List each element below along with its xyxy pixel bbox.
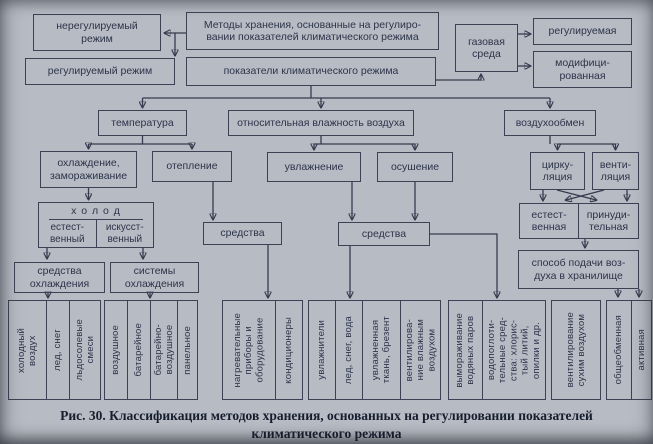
node-moisture-means: средства: [338, 222, 430, 246]
group-cooling-systems-items: воздушное батарейное батарейно- воздушно…: [104, 300, 198, 400]
list-item: активная: [631, 301, 651, 399]
node-climate-indicators: показатели климатического режима: [186, 57, 436, 86]
node-natural-ventilation: естест- венная: [519, 203, 579, 239]
node-gas-regulated: регулируемая: [533, 18, 632, 45]
group-air-supply-items: общеобменная активная: [606, 300, 652, 400]
node-ventilation: венти- ляция: [592, 152, 639, 190]
list-item: панельное: [177, 301, 197, 399]
group-cooling-means-items: холодный воздух лед, снег льдосолевые см…: [8, 300, 101, 400]
list-item: кондиционеры: [275, 301, 302, 399]
vertical-label: водопоглоти- тельные сред- ства: хлорис-…: [485, 316, 542, 384]
cold-header: х о л о д: [49, 204, 143, 221]
cold-subtypes: естест- венный искусст- венный: [39, 220, 153, 247]
vertical-label: увлажненная ткань, брезент: [370, 316, 393, 384]
node-temperature: температура: [98, 110, 187, 136]
vertical-label: увлажнители: [316, 320, 328, 380]
vertical-label: общеобменная: [613, 315, 625, 385]
connector-indicators-gas: [436, 75, 481, 80]
node-storage-methods-title: Методы хранения, основанные на регулиро-…: [186, 12, 439, 50]
list-item: батарейное: [127, 301, 150, 399]
vertical-label: льдосолевые смеси: [73, 319, 96, 381]
list-item: лед, снег: [46, 301, 69, 399]
node-cooling-systems: системы охлаждения: [110, 262, 199, 293]
node-air-exchange: воздухообмен: [504, 110, 596, 136]
node-air-supply-method: способ подачи воз- духа в хранилище: [518, 250, 639, 289]
figure-caption: Рис. 30. Классификация методов хранения,…: [0, 407, 653, 442]
list-item: вымораживание водяных паров: [449, 301, 482, 399]
list-item: водопоглоти- тельные сред- ства: хлорис-…: [482, 301, 545, 399]
list-item: общеобменная: [607, 301, 631, 399]
node-heating: отепление: [152, 151, 232, 182]
vertical-label: активная: [635, 329, 647, 371]
node-regulated-mode: регулируемый режим: [25, 58, 175, 85]
vertical-label: вентилирова- ние влажным воздухом: [403, 318, 438, 382]
list-item: батарейно- воздушное: [150, 301, 177, 399]
vertical-label: батарейное: [133, 323, 145, 377]
list-item: лед, снег, вода: [335, 301, 362, 399]
list-item: льдосолевые смеси: [69, 301, 100, 399]
list-item: увлажнители: [309, 301, 335, 399]
node-heating-means: средства: [203, 222, 282, 245]
vertical-label: вентилирование сухим воздухом: [564, 312, 587, 388]
group-drying-means-items: вымораживание водяных паров водопоглоти-…: [448, 300, 546, 400]
list-item: холодный воздух: [9, 301, 46, 399]
group-heating-means-items: нагревательные приборы и оборудование ко…: [222, 300, 303, 400]
connector-circulation-forced: [556, 189, 596, 200]
list-item: увлажненная ткань, брезент: [362, 301, 400, 399]
node-forced-ventilation: принуди- тельная: [578, 203, 639, 239]
node-unregulated-mode: нерегулируемый режим: [33, 14, 161, 51]
vertical-label: лед, снег: [52, 329, 64, 371]
vertical-label: батарейно- воздушное: [152, 324, 175, 376]
node-cold: х о л о д естест- венный искусст- венный: [38, 202, 154, 248]
vertical-label: вымораживание водяных паров: [454, 312, 477, 388]
box-dry-air-ventilation: вентилирование сухим воздухом: [551, 300, 601, 400]
list-item: нагревательные приборы и оборудование: [223, 301, 275, 399]
vertical-label: лед, снег, вода: [343, 315, 355, 385]
list-item: вентилирова- ние влажным воздухом: [400, 301, 440, 399]
vertical-label: воздушное: [110, 325, 122, 375]
node-drying: осушение: [377, 152, 453, 182]
vertical-label: панельное: [181, 325, 193, 375]
connector-ventilation-natural: [566, 189, 605, 200]
cold-natural: естест- венный: [49, 222, 85, 245]
node-gas-environment: газовая среда: [455, 24, 518, 72]
node-gas-modified: модифици- рованная: [533, 51, 632, 88]
node-humidification: увлажнение: [267, 152, 361, 182]
vertical-label: нагревательные приборы и оборудование: [232, 312, 266, 388]
connector-trunks: [88, 86, 616, 145]
group-moistening-means-items: увлажнители лед, снег, вода увлажненная …: [308, 300, 441, 400]
node-relative-humidity: относительная влажность воздуха: [228, 110, 414, 136]
list-item: вентилирование сухим воздухом: [552, 301, 600, 399]
node-cooling-freezing: охлаждение, замораживание: [40, 151, 137, 188]
vertical-label: холодный воздух: [16, 327, 39, 373]
node-circulation: цирку- ляция: [530, 152, 585, 190]
node-cooling-means: средства охлаждения: [14, 262, 105, 293]
figure-caption-text: Классификация методов хранения, основанн…: [109, 408, 593, 441]
vertical-label: кондиционеры: [283, 316, 295, 384]
connector-moistmeans-groupE: [430, 233, 497, 297]
list-item: воздушное: [105, 301, 127, 399]
cold-artificial: искусст- венный: [95, 220, 154, 247]
figure-number: Рис. 30.: [60, 408, 106, 423]
